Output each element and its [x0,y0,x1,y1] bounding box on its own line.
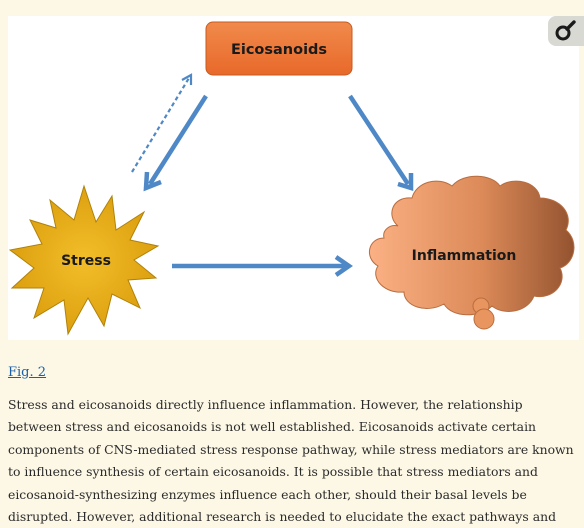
arrow-eicosanoids-to-inflammation [348,94,414,192]
arrow-stress-to-inflammation [172,255,353,277]
inflammation-label: Inflammation [412,248,517,264]
eicosanoids-node: Eicosanoids [205,21,353,76]
dashed-arrow-stress-to-eicosanoids [131,77,190,173]
inflammation-node: Inflammation [369,175,575,330]
stress-label: Stress [61,253,111,269]
magnify-icon [555,20,576,41]
stress-node: Stress [8,184,160,336]
figure-caption: Stress and eicosanoids directly influenc… [8,397,574,525]
eicosanoids-label: Eicosanoids [231,42,327,58]
figure-expand-button[interactable] [548,16,584,46]
figure-diagram: Eicosanoids Stress [8,21,575,336]
figure-panel[interactable]: Eicosanoids Stress [8,16,579,340]
dashed-arrowhead [181,73,193,85]
figure-link[interactable]: Fig. 2 [8,365,47,380]
arrow-eicosanoids-to-stress [143,94,208,192]
